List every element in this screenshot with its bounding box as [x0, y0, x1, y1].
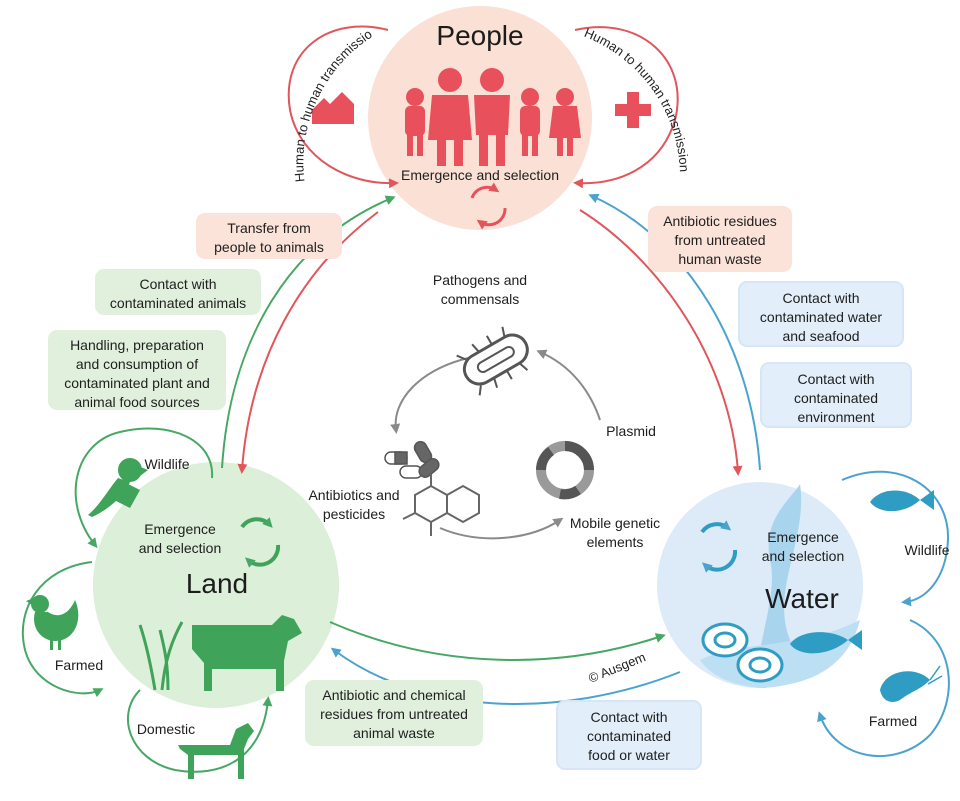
medical-cross-icon [615, 92, 651, 128]
right-transmission-loop [573, 26, 679, 189]
houses-icon [312, 92, 354, 124]
water-farmed-loop [817, 619, 950, 757]
arrow-water-to-people [588, 193, 761, 471]
river-shape [758, 484, 802, 689]
contact-water-seafood-box: Contact with contaminated water and seaf… [738, 281, 904, 347]
shrimp-icon [880, 665, 943, 702]
plasmid-icon [536, 441, 594, 500]
parrot-icon [88, 458, 148, 517]
arrow-water-to-land [330, 647, 681, 705]
water-farmed-label: Farmed [868, 713, 918, 729]
arrow-people-to-water [579, 209, 743, 476]
arrow-people-to-land [237, 211, 379, 474]
left-transmission-loop [287, 25, 399, 189]
antibiotics-label: Antibiotics and pesticides [308, 487, 400, 522]
arrow-land-to-water [329, 621, 666, 661]
wildlife-loop [74, 427, 214, 549]
people-cycle-icon [470, 182, 507, 230]
land-domestic-label: Domestic [136, 721, 196, 737]
transfer-people-animals-box: Transfer from people to animals [196, 213, 342, 259]
pills-icon [384, 440, 440, 479]
contact-food-water-box: Contact with contaminated food or water [556, 700, 702, 770]
cow-icon [192, 615, 302, 691]
salmon-icon [790, 630, 862, 654]
antibiotic-residues-human-box: Antibiotic residues from untreated human… [648, 206, 792, 272]
handling-food-box: Handling, preparation and consumption of… [48, 330, 226, 410]
center-arrow-plasmid-to-pathogens [536, 349, 601, 421]
domestic-loop [126, 689, 273, 773]
grass-icon [138, 621, 184, 691]
bacterium-icon [456, 326, 529, 396]
chemical-structure-icon [402, 474, 480, 536]
center-arrow-pathogens-to-antibiotics [390, 357, 469, 434]
people-subtitle: Emergence and selection [401, 167, 559, 183]
transmission-left-text: Human to human transmission [0, 0, 375, 183]
water-cycle-icon [700, 520, 738, 573]
contact-environment-box: Contact with contaminated environment [760, 362, 912, 428]
water-subtitle: Emergence and selection [761, 529, 845, 564]
family-icon [405, 68, 581, 166]
fish-icon [870, 490, 934, 512]
land-cycle-icon [240, 517, 281, 568]
center-arrow-antibiotics-to-mobile [439, 517, 564, 540]
land-farmed-label: Farmed [54, 657, 104, 673]
people-title: People [436, 20, 524, 51]
land-wildlife-label: Wildlife [144, 456, 190, 472]
water-wildlife-loop [841, 470, 950, 607]
dog-icon [178, 723, 254, 779]
land-title: Land [185, 568, 249, 599]
plasmid-label: Plasmid [606, 423, 656, 439]
oysters-icon [701, 622, 784, 683]
farmed-loop [21, 561, 104, 698]
pathogens-label: Pathogens and commensals [432, 272, 528, 307]
arrow-land-to-people [221, 195, 396, 469]
contact-animals-box: Contact with contaminated animals [95, 269, 261, 315]
animal-waste-box: Antibiotic and chemical residues from un… [305, 680, 483, 746]
chicken-icon [26, 595, 79, 650]
mobile-elements-label: Mobile genetic elements [569, 515, 661, 550]
land-subtitle: Emergence and selection [138, 521, 222, 556]
water-title: Water [765, 583, 839, 614]
water-wildlife-label: Wildlife [904, 542, 950, 558]
